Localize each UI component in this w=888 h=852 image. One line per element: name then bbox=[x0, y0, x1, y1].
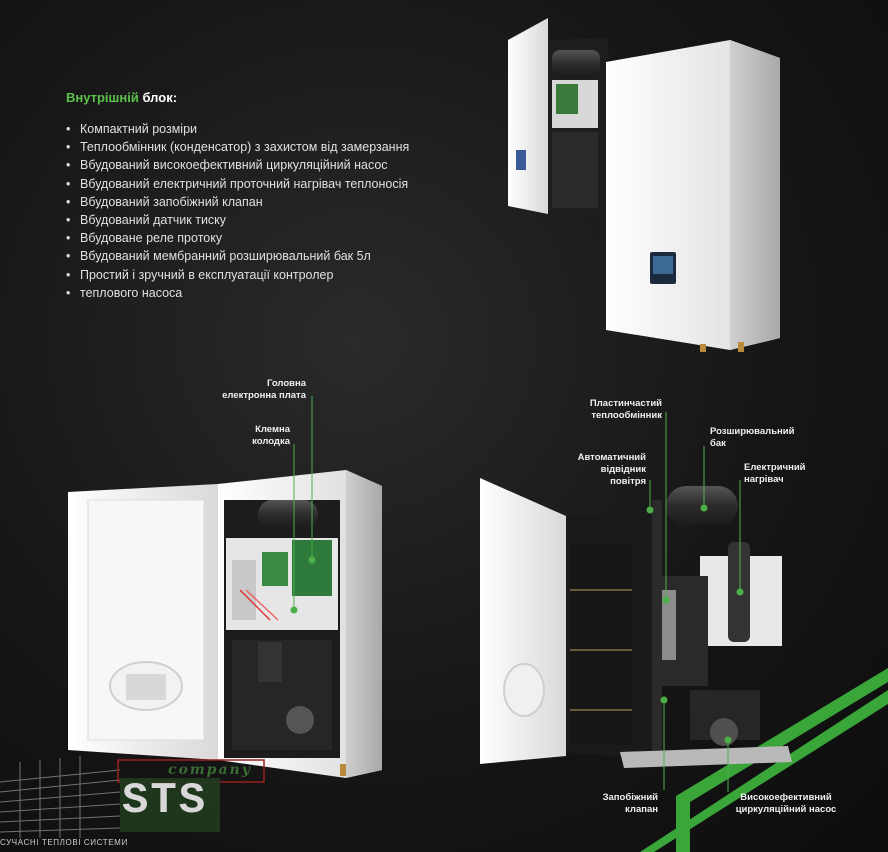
list-item: Вбудоване реле протоку bbox=[66, 229, 409, 247]
logo-company: company bbox=[168, 762, 252, 778]
callout-main-board: Головна електронна плата bbox=[222, 378, 306, 401]
unit-top-closed bbox=[606, 40, 780, 352]
logo-tagline: СУЧАСНІ ТЕПЛОВІ СИСТЕМИ bbox=[0, 838, 128, 847]
callout-lines bbox=[290, 396, 744, 792]
list-item: Вбудований високоефективний циркуляційни… bbox=[66, 156, 409, 174]
unit-top-open bbox=[508, 18, 612, 214]
callout-safety-valve: Запобіжний клапан bbox=[602, 792, 658, 815]
callout-plate-heat-exchanger: Пластинчастий теплообмінник bbox=[589, 398, 662, 421]
unit-left-open bbox=[68, 470, 382, 778]
list-item: Теплообмінник (конденсатор) з захистом в… bbox=[66, 138, 409, 156]
list-item: Вбудований електричний проточний нагріва… bbox=[66, 175, 409, 193]
callout-air-vent: Автоматичний відвідник повітря bbox=[577, 452, 646, 487]
callout-circulation-pump: Високоефективний циркуляційний насос bbox=[735, 792, 837, 815]
callout-expansion-tank: Розширювальний бак bbox=[710, 426, 795, 449]
heading-rest: блок: bbox=[138, 90, 178, 105]
green-stripe-decor bbox=[640, 668, 888, 852]
heading-accent: Внутрішній bbox=[66, 90, 139, 105]
list-item: Компактний розміри bbox=[66, 120, 409, 138]
list-item: Вбудований запобіжний клапан bbox=[66, 193, 409, 211]
section-heading: Внутрішній блок: bbox=[66, 90, 177, 105]
callout-electric-heater: Електричний нагрівач bbox=[744, 462, 806, 485]
logo-brand: STS bbox=[122, 776, 208, 826]
list-item: Вбудований мембранний розширювальний бак… bbox=[66, 247, 409, 265]
callout-terminal-block: Клемна колодка bbox=[252, 424, 290, 447]
sts-logo-graphic bbox=[0, 756, 265, 838]
list-item: теплового насоса bbox=[66, 284, 409, 302]
list-item: Простий і зручний в експлуатації контрол… bbox=[66, 266, 409, 284]
list-item: Вбудований датчик тиску bbox=[66, 211, 409, 229]
unit-right-open bbox=[480, 478, 792, 768]
feature-list: Компактний розміри Теплообмінник (конден… bbox=[66, 120, 409, 302]
